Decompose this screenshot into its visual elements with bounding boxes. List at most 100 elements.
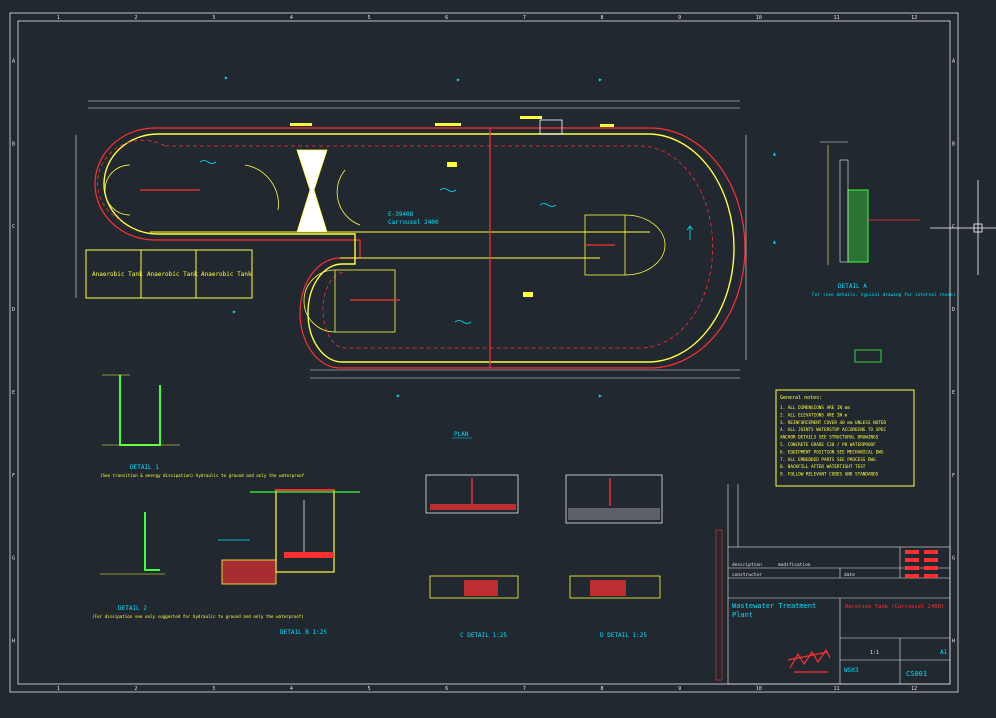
grid-column-label: 5 — [368, 686, 371, 692]
grid-column-label: 9 — [678, 686, 681, 692]
grid-row-label: C — [952, 224, 955, 230]
anaerobic-tank-1-label: Anaerobic Tank — [92, 271, 143, 278]
grid-row-label: D — [952, 307, 955, 313]
company-logo-icon — [787, 648, 831, 673]
section-marker-icon: ▴ — [772, 237, 777, 246]
detail-c-title: C DETAIL 1:25 — [460, 632, 507, 639]
section-marker-icon: ▸ — [598, 75, 603, 84]
grid-column-label: 2 — [135, 15, 138, 21]
grid-column-label: 3 — [212, 15, 215, 21]
project-name: Wastewater Treatment — [732, 602, 816, 610]
detail-a: DETAIL A For (see details, typical drawi… — [812, 141, 956, 363]
revision-marks — [905, 550, 938, 578]
detail-2: DETAIL 2 (For dissipation see only sugge… — [92, 512, 304, 619]
note-line: 6. EQUIPMENT POSITION SEE MECHANICAL DWG — [780, 449, 884, 455]
grid-column-label: 10 — [756, 15, 762, 21]
note-line: 8. BACKFILL AFTER WATERTIGHT TEST — [780, 464, 866, 470]
detail-d: D DETAIL 1:25 — [565, 474, 663, 639]
detail-a-note: For (see details, typical drawing for in… — [812, 292, 956, 298]
title-block — [727, 484, 951, 685]
scale-value: 1:1 — [870, 650, 879, 656]
plan-title: PLAN — [454, 431, 469, 438]
detail-2-title: DETAIL 2 — [118, 605, 147, 612]
section-marker-icon: ▸ — [456, 75, 461, 84]
grid-column-label: 12 — [911, 15, 917, 21]
detail-1-note: (See transition & energy dissipation) hy… — [100, 473, 305, 478]
grid-row-label: G — [12, 556, 15, 562]
grid-row-label: E — [952, 390, 955, 396]
notes-heading: General notes: — [780, 395, 822, 401]
grid-row-label: A — [12, 58, 15, 64]
grid-column-label: 8 — [601, 686, 604, 692]
grid-row-label: F — [952, 473, 955, 479]
grid-row-label: H — [952, 639, 955, 645]
note-line: 5. CONCRETE GRADE C30 / P8 WATERPROOF — [780, 442, 876, 448]
section-marker-icon: ▸ — [232, 307, 237, 316]
grid-column-label: 1 — [57, 686, 60, 692]
grid-row-label: E — [12, 390, 15, 396]
grid-column-label: 1 — [57, 15, 60, 21]
detail-1: DETAIL 1 (See transition & energy dissip… — [100, 374, 305, 478]
note-line: 3. REINFORCEMENT COVER 40 mm UNLESS NOTE… — [780, 420, 886, 426]
grid-column-label: 9 — [678, 15, 681, 21]
section-marker-icon: ▴ — [772, 149, 777, 158]
grid-column-label: 6 — [445, 15, 448, 21]
section-marker-icon: ▸ — [396, 391, 401, 400]
drawing-title: Aeration Tank (Carrousel 2400) — [845, 604, 944, 610]
grid-column-label: 11 — [834, 686, 840, 692]
row-date: date — [844, 572, 855, 578]
grid-row-label: F — [12, 473, 15, 479]
section-marker-icon: ▸ — [598, 391, 603, 400]
anaerobic-tank-3-label: Anaerobic Tank — [201, 271, 252, 278]
note-line: 1. ALL DIMENSIONS ARE IN mm — [780, 405, 850, 411]
detail-b: DETAIL B 1:25 — [218, 489, 360, 636]
note-line: 9. FOLLOW RELEVANT CODES AND STANDARDS — [780, 472, 879, 478]
detail-b-title: DETAIL B 1:25 — [280, 629, 327, 636]
detail-1-title: DETAIL 1 — [130, 464, 159, 471]
plan-view: E-39408 Carrousel 2400 Anaerobic Tank An… — [75, 73, 777, 439]
grid-column-label: 8 — [601, 15, 604, 21]
grid-column-label: 4 — [290, 15, 293, 21]
drawing-number: WS03 — [844, 667, 859, 674]
crosshair-cursor-icon — [930, 180, 996, 275]
drawing-frame — [9, 12, 959, 693]
note-line: 7. ALL EMBEDDED PARTS SEE PROCESS DWG — [780, 457, 876, 463]
col-modification: modification — [778, 562, 811, 568]
note-line: 4. ALL JOINTS WATERSTOP ACCORDING TO SPE… — [780, 427, 886, 433]
col-description: description — [732, 562, 762, 568]
sheet-size: A1 — [940, 649, 948, 656]
detail-c: C DETAIL 1:25 — [425, 474, 519, 639]
note-line: 2. ALL ELEVATIONS ARE IN m — [780, 412, 848, 418]
grid-column-label: 5 — [368, 15, 371, 21]
grid-column-label: 2 — [135, 686, 138, 692]
grid-column-label: 4 — [290, 686, 293, 692]
grid-row-label: D — [12, 307, 15, 313]
grid-row-label: A — [952, 58, 955, 64]
grid-row-label: G — [952, 556, 955, 562]
grid-column-label: 10 — [756, 686, 762, 692]
grid-row-label: B — [12, 141, 15, 147]
grid-column-label: 12 — [911, 686, 917, 692]
grid-column-label: 7 — [523, 686, 526, 692]
grid-row-label: B — [952, 141, 955, 147]
section-marker-icon: ▸ — [224, 73, 229, 82]
grid-column-label: 7 — [523, 15, 526, 21]
row-constructor: constructor — [732, 572, 762, 578]
carrousel-type-label: E-39408 — [388, 211, 414, 218]
detail-d-title: D DETAIL 1:25 — [600, 632, 647, 639]
grid-column-label: 3 — [212, 686, 215, 692]
sheet-number: CS001 — [906, 670, 927, 678]
grid-column-label: 11 — [834, 15, 840, 21]
carrousel-name-label: Carrousel 2400 — [388, 219, 439, 226]
grid-row-label: H — [12, 639, 15, 645]
general-notes-box: General notes: 1. ALL DIMENSIONS ARE IN … — [775, 389, 915, 487]
detail-a-title: DETAIL A — [838, 283, 867, 290]
note-line: ANCHOR DETAILS SEE STRUCTURAL DRAWINGS — [780, 435, 879, 441]
anaerobic-tank-2-label: Anaerobic Tank — [147, 271, 198, 278]
side-stamp — [715, 529, 723, 681]
grid-column-label: 6 — [445, 686, 448, 692]
project-name-line2: Plant — [732, 611, 753, 619]
